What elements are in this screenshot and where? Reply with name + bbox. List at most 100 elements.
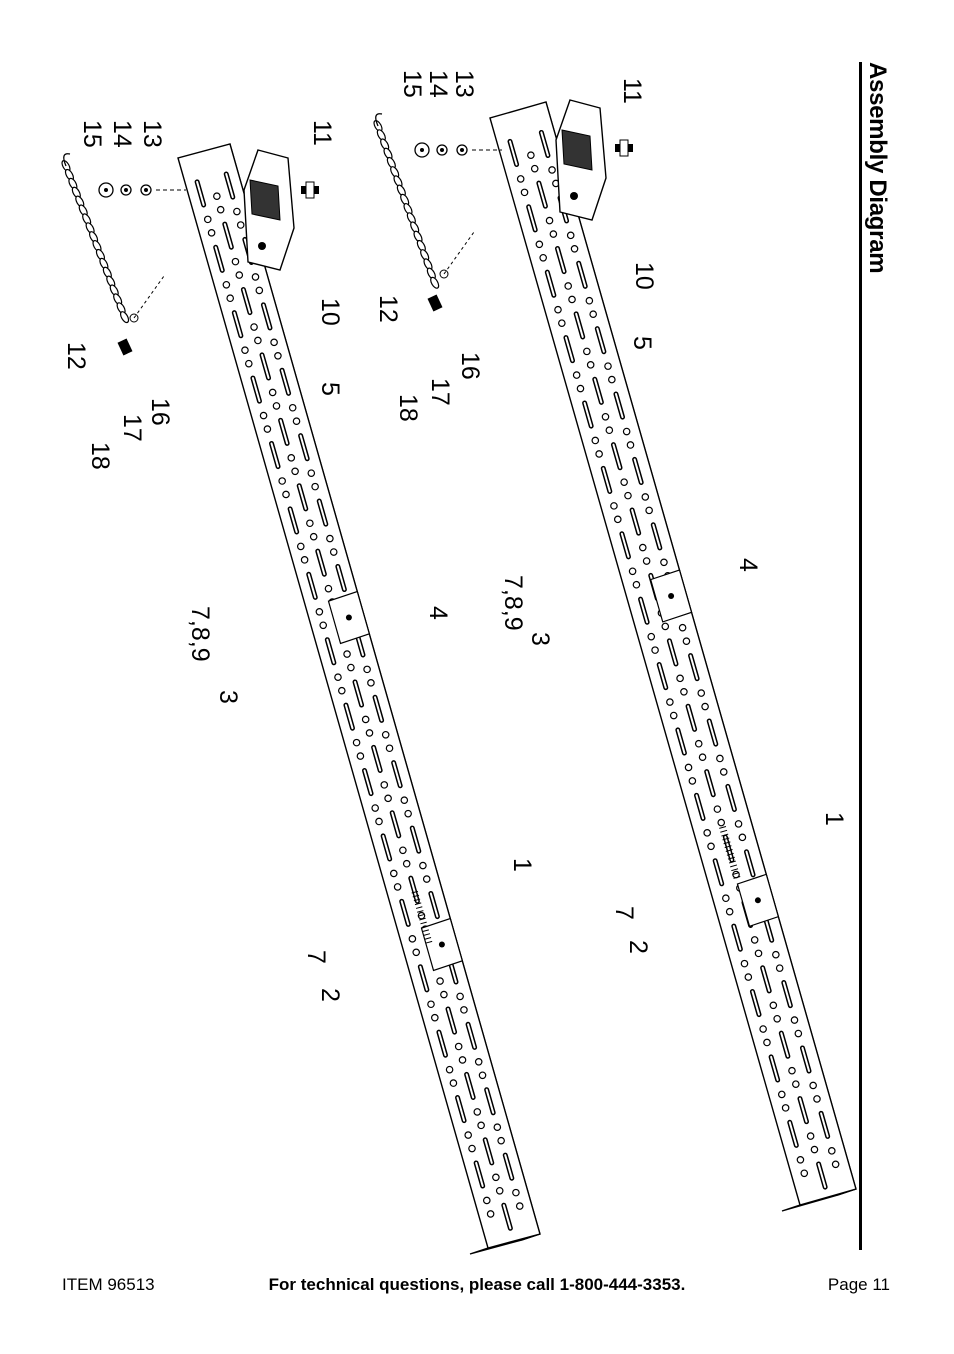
title-rule [859, 62, 862, 1250]
callout-upper-2: 14 [424, 70, 452, 98]
deck-hole [583, 347, 591, 356]
deck-hole [666, 698, 674, 706]
gripper-tooth [723, 841, 731, 845]
deck-hole [676, 674, 684, 683]
callout-lower-9: 5 [316, 382, 344, 396]
deck-hole [493, 1123, 502, 1132]
deck-hole [427, 1000, 435, 1009]
deck-slot-inner [382, 834, 391, 860]
deck-slot-inner [475, 1161, 484, 1188]
deck-hole [794, 1029, 803, 1038]
item-number: ITEM 96513 [62, 1275, 155, 1294]
deck-hole [554, 305, 562, 314]
deck-hole [701, 702, 709, 711]
callout-upper-13: 1 [820, 812, 848, 826]
deck-slot-inner [593, 378, 603, 404]
deck-hole [628, 567, 637, 576]
gripper-tooth [721, 833, 729, 837]
deck-hole [241, 346, 249, 354]
deck-hole [478, 1071, 487, 1080]
gripper-tooth [417, 910, 424, 913]
deck-hole [576, 384, 585, 393]
deck-slot-inner [196, 180, 205, 206]
gripper-tooth [422, 929, 429, 932]
deck-hole [311, 482, 319, 491]
gripper-tooth [418, 913, 425, 917]
deck-slot-inner [788, 1121, 798, 1147]
deck-hole [347, 663, 355, 672]
deck-slot-inner [260, 353, 270, 379]
gripper-tooth [727, 856, 735, 860]
washer-nut-upper-center [460, 148, 464, 152]
callout-lower-5: 12 [62, 342, 90, 370]
deck-hole [278, 477, 286, 485]
deck-slot-inner [540, 131, 549, 157]
ramp-upper [489, 101, 857, 1212]
gripper-tooth [413, 898, 421, 902]
chain-12-lower-link [119, 311, 130, 324]
deck-slot-inner [299, 434, 309, 460]
deck-slot-inner [820, 1112, 829, 1138]
deck-hole [288, 403, 297, 412]
deck-slot-inner [761, 966, 771, 992]
deck-hole [231, 257, 240, 266]
deck-hole [296, 542, 305, 551]
deck-hole [613, 515, 622, 524]
deck-slot-inner [676, 728, 686, 755]
deck-slot-inner [318, 500, 327, 526]
deck-slot-inner [233, 311, 242, 337]
deck-hole [245, 359, 253, 368]
deck-hole [661, 622, 670, 631]
deck-hole [268, 388, 277, 397]
deck-slot-inner [467, 1023, 476, 1049]
gripper-tooth [722, 837, 730, 841]
deck-hole [697, 689, 706, 697]
deck-hole [319, 621, 328, 630]
deck-hole [474, 1058, 483, 1066]
deck-hole [456, 992, 464, 1001]
deck-hole [213, 192, 221, 201]
hinge-pin [668, 592, 675, 599]
deck-slot-inner [485, 1088, 495, 1114]
deck-hole [477, 1121, 485, 1130]
deck-hole [419, 861, 427, 870]
deck-hole [539, 253, 547, 262]
deck-hole [564, 282, 572, 290]
chain-12-upper-hook [375, 113, 383, 127]
deck-hole [393, 883, 402, 891]
deck-hole [734, 820, 743, 828]
callout-upper-1: 13 [450, 70, 478, 98]
deck-hole [226, 294, 234, 303]
deck-hole [356, 752, 365, 760]
deck-slot-inner [225, 173, 234, 199]
deck-hole [680, 688, 688, 696]
hinge-pin [345, 614, 352, 621]
deck-hole [235, 271, 244, 279]
deck-slot-inner [724, 836, 733, 862]
deck-hole [750, 936, 759, 944]
deck-hole [422, 875, 431, 883]
deck-hole [216, 205, 225, 214]
deck-slot-inner [447, 1007, 456, 1034]
deck-hole [645, 506, 653, 515]
screw-set-upper-screw [427, 294, 443, 312]
deck-hole [806, 1132, 815, 1140]
deck-hole [270, 338, 278, 347]
deck-hole [827, 1147, 836, 1155]
deck-hole [307, 469, 316, 477]
deck-slot-inner [508, 140, 518, 166]
deck-slot-inner [298, 484, 307, 510]
gripper-tooth [725, 849, 733, 852]
deck-hole [591, 436, 600, 445]
deck-slot-inner [726, 785, 736, 811]
deck-slot-inner [456, 1096, 466, 1122]
deck-hole [361, 715, 370, 724]
deck-slot-inner [409, 877, 419, 903]
deck-slot-inner [374, 696, 383, 722]
deck-slot-inner [504, 1154, 513, 1180]
deck-hole [203, 215, 212, 224]
deck-slot-inner [668, 639, 677, 665]
screw-set-lower-guide [133, 275, 165, 319]
callout-lower-12: 4 [424, 606, 452, 620]
deck-slot-inner [745, 850, 755, 876]
